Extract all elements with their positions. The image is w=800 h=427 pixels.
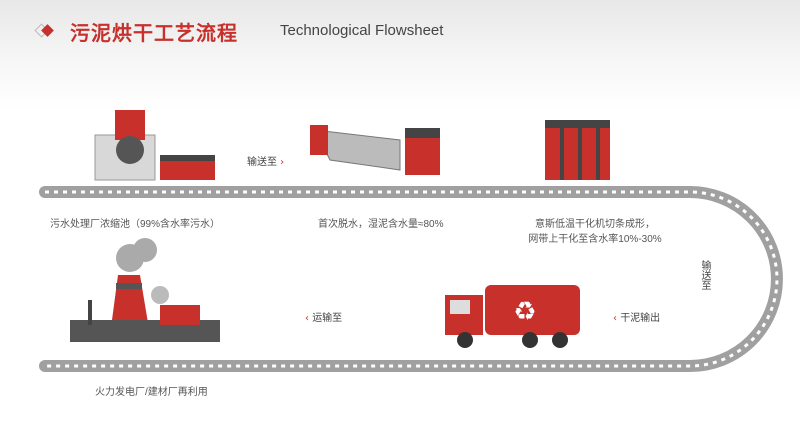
chevron-right-icon: › bbox=[277, 157, 285, 168]
arrow-label-3: ‹ 干泥输出 bbox=[613, 309, 660, 324]
chevron-left-icon: ‹ bbox=[305, 313, 313, 324]
diamond-icon bbox=[34, 23, 54, 38]
power-plant-illustration bbox=[70, 238, 220, 342]
garbage-truck-illustration: ♻ bbox=[445, 285, 580, 348]
thickener-tank-illustration bbox=[94, 110, 215, 181]
step-caption-reuse: 火力发电厂/建材厂再利用 bbox=[95, 387, 208, 398]
arrow-label-1: 输送至 › bbox=[247, 153, 284, 168]
step-caption-dryer: 意斯低温干化机切条成形， 网带上干化至含水率10%-30% bbox=[515, 215, 675, 245]
caption-line: 网带上干化至含水率10%-30% bbox=[528, 234, 662, 245]
page-title: 污泥烘干工艺流程 bbox=[70, 21, 238, 45]
arrow-label-2: 输送至 bbox=[699, 260, 711, 290]
conveyor-track bbox=[39, 186, 783, 372]
dewatering-machine-illustration bbox=[310, 125, 440, 175]
arrow-text: 输送至 bbox=[247, 157, 277, 168]
step-caption-thickener: 污水处理厂浓缩池（99%含水率污水） bbox=[50, 219, 221, 230]
chevron-left-icon: ‹ bbox=[613, 313, 621, 324]
low-temp-dryer-illustration bbox=[545, 120, 610, 180]
arrow-text: 运输至 bbox=[312, 313, 343, 324]
recycle-icon: ♻ bbox=[513, 297, 536, 327]
arrow-label-4: ‹ 运输至 bbox=[305, 309, 342, 324]
page-subtitle: Technological Flowsheet bbox=[280, 22, 444, 39]
arrow-text: 输送至 bbox=[699, 260, 710, 290]
step-caption-dewatering: 首次脱水，湿泥含水量≈80% bbox=[318, 219, 444, 230]
arrow-text: 干泥输出 bbox=[620, 313, 661, 324]
caption-line: 意斯低温干化机切条成形， bbox=[535, 219, 655, 230]
